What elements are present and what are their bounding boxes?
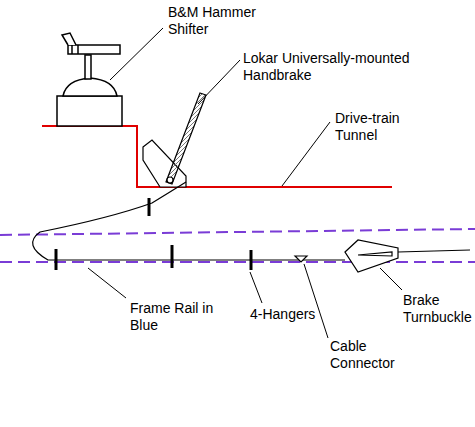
cable-connector [295,256,307,262]
hammer-shifter [57,33,122,126]
hanger [56,198,251,270]
frame-rail-label: Frame Rail in Blue [130,300,226,334]
frame-rail [0,229,475,262]
hangers-label: 4-Hangers [250,306,340,323]
handbrake [143,93,206,187]
shifter-label: B&M Hammer Shifter [168,4,268,38]
connector-label: Cable Connector [330,338,406,372]
turnbuckle [345,240,398,272]
tunnel-label: Drive-train Tunnel [335,110,415,144]
handbrake-label: Lokar Universally-mounted Handbrake [243,50,421,84]
turnbuckle-label: Brake Turnbuckle [403,292,471,326]
brake-cable [33,182,470,260]
